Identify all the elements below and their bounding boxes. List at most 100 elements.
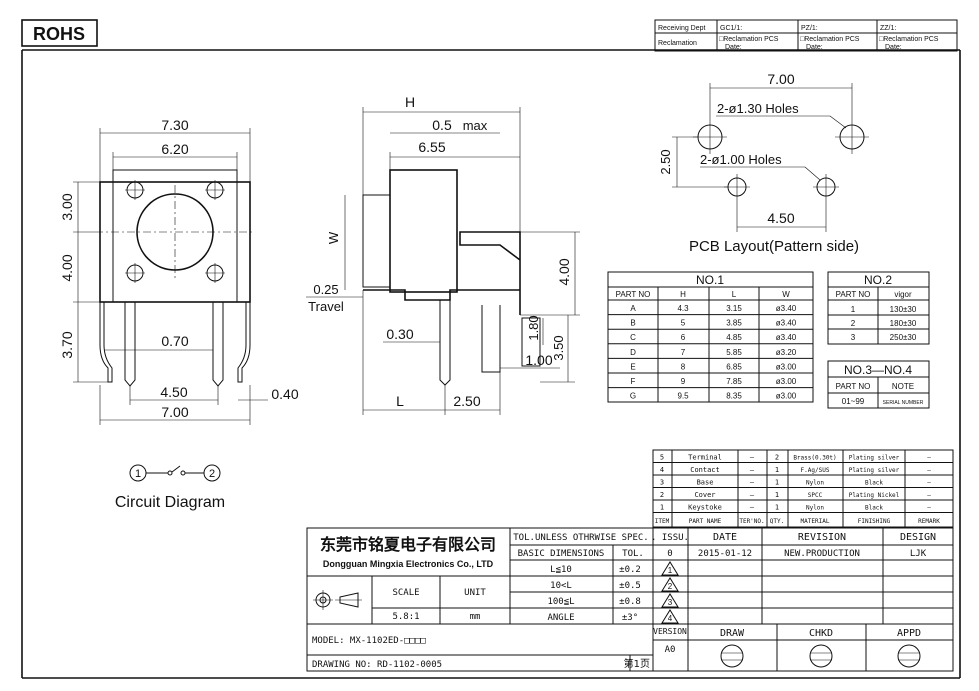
projection-symbol-icon: [313, 590, 362, 610]
tol-row-label: ANGLE: [547, 613, 574, 623]
bom-cell: —: [927, 492, 931, 499]
no1-cell: 4.85: [726, 333, 742, 342]
svg-text:NOTE: NOTE: [892, 382, 914, 391]
pin-right-inner: [212, 302, 224, 387]
no1-cell: 8: [681, 362, 686, 371]
no1-title: NO.1: [696, 273, 724, 287]
version-value: A0: [665, 645, 676, 655]
chkd-stamp-icon: [809, 644, 833, 668]
bom-cell: —: [927, 455, 931, 462]
no1-cell: 5: [681, 319, 686, 328]
bom-header: TER'NO.: [739, 518, 764, 525]
tol-row-value: ±0.8: [619, 597, 641, 607]
no1-cell: ø3.00: [776, 362, 797, 371]
model-label: MODEL: MX-1102ED-□□□□: [312, 636, 426, 646]
no1-cell: D: [630, 348, 636, 357]
bom-cell: Brass(0.30t): [793, 455, 836, 462]
side-pin-1: [439, 300, 451, 386]
reclamation-pcs-2: □Reclamation PCS: [800, 36, 860, 43]
no1-cell: A: [630, 304, 636, 313]
pcb-dim-4-50: 4.50: [767, 210, 794, 226]
svg-text:180±30: 180±30: [890, 319, 917, 328]
no1-cell: 6.85: [726, 362, 742, 371]
svg-text:SERIAL NUMBER: SERIAL NUMBER: [883, 400, 924, 406]
svg-text:PART NO: PART NO: [616, 290, 651, 299]
company-en: Dongguan Mingxia Electronics Co., LTD: [323, 559, 494, 569]
svg-text:130±30: 130±30: [890, 305, 917, 314]
draw-label: DRAW: [720, 628, 745, 639]
no1-cell: ø3.40: [776, 304, 797, 313]
side-body: [363, 231, 521, 315]
unit-value: mm: [470, 612, 481, 622]
bom-cell: Plating silver: [849, 455, 900, 462]
no1-cell: ø3.00: [776, 392, 797, 401]
page-label: 第1页: [624, 657, 650, 670]
bom-header: ITEM: [655, 518, 670, 525]
dim-3-00: 3.00: [59, 193, 75, 220]
bom-cell: Nylon: [806, 505, 824, 512]
basic-dimensions: BASIC DIMENSIONS: [518, 549, 605, 559]
bom-cell: Black: [865, 505, 883, 512]
reclamation-date-2: Date:: [806, 44, 823, 51]
issu-header: . ISSU.: [651, 533, 689, 543]
bom-cell: 1: [775, 491, 779, 499]
bom-cell: 1: [775, 466, 779, 474]
bom-cell: 3: [660, 479, 664, 487]
revision-triangle-label: 1: [668, 566, 673, 575]
dim-4-00-side: 4.00: [556, 258, 572, 285]
no1-cell: ø3.20: [776, 348, 797, 357]
revision-triangle-icon: [661, 609, 679, 624]
circuit-node-2-label: 2: [209, 468, 215, 480]
travel-label: Travel: [308, 299, 344, 314]
table-no2: NO.2 PART NO vigor 1 130±30 2 180±30 3 2…: [827, 271, 930, 345]
no1-cell: F: [631, 377, 636, 386]
dim-0-70: 0.70: [161, 333, 188, 349]
rohs-box: [21, 19, 98, 47]
pcb-caption: PCB Layout(Pattern side): [689, 238, 859, 255]
tol-row-value: ±3°: [622, 613, 638, 623]
bom-header: MATERIAL: [801, 518, 830, 525]
dim-7-00: 7.00: [161, 404, 188, 420]
pin-left-outer: [99, 302, 113, 383]
no1-cell: 3.15: [726, 304, 742, 313]
bom-header: QTY.: [770, 518, 784, 525]
reclamation-date-1: Date:: [725, 44, 742, 51]
tol-header: TOL.: [622, 549, 644, 559]
no1-cell: G: [630, 392, 636, 401]
gc1-label: GC1/1:: [720, 25, 742, 32]
revision-triangle-icon: [661, 561, 679, 576]
no2-title: NO.2: [864, 273, 892, 287]
bom-cell: —: [927, 480, 931, 487]
rev0-revision: NEW.PRODUCTION: [784, 549, 860, 559]
side-cap: [362, 194, 391, 288]
no1-cell: ø3.00: [776, 377, 797, 386]
date-header: DATE: [713, 532, 737, 543]
side-pin-2: [481, 305, 501, 373]
draw-stamp-icon: [720, 644, 744, 668]
revision-header: REVISION: [798, 532, 846, 543]
no1-cell: ø3.40: [776, 333, 797, 342]
pcb-layout: 7.00 2-ø1.30 Holes 2.50 2-ø1.00 Holes 4.…: [658, 71, 869, 255]
reclamation-date-3: Date:: [885, 44, 902, 51]
svg-text:L: L: [732, 290, 737, 299]
dim-1-00: 1.00: [525, 352, 552, 368]
revision-triangle-icon: [661, 577, 679, 592]
receiving-dept-label: Receiving Dept: [658, 25, 706, 32]
circuit-caption: Circuit Diagram: [115, 494, 225, 511]
bom-cell: Black: [865, 480, 883, 487]
appd-label: APPD: [897, 628, 921, 639]
bom-cell: —: [750, 479, 755, 487]
svg-text:PART NO: PART NO: [836, 290, 871, 299]
reclamation-label: Reclamation: [658, 40, 697, 47]
title-block: 东莞市铭夏电子有限公司 Dongguan Mingxia Electronics…: [306, 527, 954, 672]
table-no34: NO.3—NO.4 PART NO NOTE 01~99 SERIAL NUMB…: [827, 360, 930, 409]
bom-cell: Cover: [694, 491, 715, 499]
dim-4-00: 4.00: [59, 254, 75, 281]
scale-value: 5.8:1: [392, 612, 419, 622]
bom-cell: 1: [660, 504, 664, 512]
bom-cell: F.Ag/SUS: [801, 467, 830, 474]
bom-cell: 1: [775, 504, 779, 512]
receiving-table: Receiving Dept GC1/1: PZ/1: ZZ/1: Reclam…: [654, 19, 958, 52]
